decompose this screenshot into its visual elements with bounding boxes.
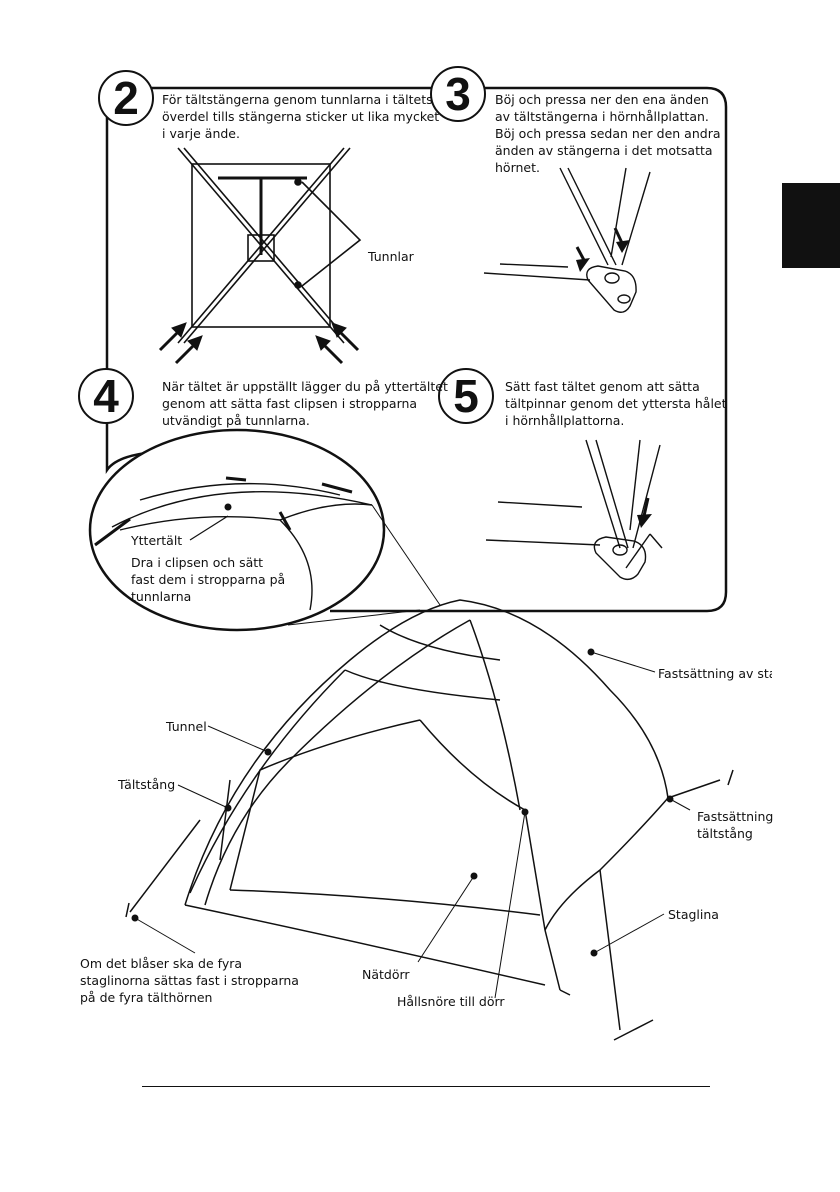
dome-tent-illustration	[125, 599, 734, 1041]
step-text: Sätt fast tältet genom att sätta tältpin…	[505, 378, 727, 429]
label-line: Om det blåser ska de fyra	[80, 956, 243, 971]
step-text-line: överdel tills stängerna sticker ut lika …	[162, 109, 440, 124]
step-text-line: utvändigt på tunnlarna.	[162, 413, 310, 428]
label-natdorr: Nätdörr	[362, 967, 410, 982]
label-staglina: Staglina	[668, 907, 719, 922]
label-line: tältstång	[697, 826, 753, 841]
step-text-line: Böj och pressa sedan ner den andra	[495, 126, 721, 141]
step-text-line: änden av stängerna i det motsatta	[495, 143, 713, 158]
label-line: på de fyra tälthörnen	[80, 990, 213, 1005]
footer-rule	[142, 1086, 710, 1087]
label-taltstang: Tältstång	[118, 777, 176, 792]
step-text-line: i varje ände.	[162, 126, 240, 141]
label-line: Dra i clipsen och sätt	[131, 555, 264, 570]
step-text: För tältstängerna genom tunnlarna i tält…	[162, 91, 439, 142]
step-text-line: När tältet är uppställt lägger du på ytt…	[162, 379, 448, 394]
step-text-line: genom att sätta fast clipsen i stropparn…	[162, 396, 418, 411]
label-blaser-note: Om det blåser ska de fyra staglinorna sä…	[80, 955, 299, 1006]
step-text-line: Böj och pressa ner den ena änden	[495, 92, 709, 107]
insertion-arrows	[158, 322, 360, 365]
label-fastsattning-stag: Fastsättning av stag	[658, 666, 772, 681]
step-number: 2	[98, 70, 154, 126]
label-hallsnore: Hållsnöre till dörr	[397, 994, 505, 1009]
step-text-line: i hörnhållplattorna.	[505, 413, 625, 428]
label-yttertalt: Yttertält	[131, 533, 183, 548]
step-text-line: hörnet.	[495, 160, 540, 175]
step-text-line: För tältstängerna genom tunnlarna i tält…	[162, 92, 433, 107]
label-leaders	[131, 648, 691, 999]
step-number: 4	[78, 368, 134, 424]
step-text-line: Sätt fast tältet genom att sätta	[505, 379, 700, 394]
step-text-line: tältpinnar genom det yttersta hålet	[505, 396, 727, 411]
label-line: fast dem i stropparna på	[131, 572, 286, 587]
pole-frame-diagram	[177, 147, 362, 344]
corner-plate-diagram-3	[483, 167, 651, 313]
label-clips-note: Dra i clipsen och sätt fast dem i stropp…	[131, 554, 285, 605]
step-text: Böj och pressa ner den ena änden av tält…	[495, 91, 721, 176]
step-number: 5	[438, 368, 494, 424]
corner-plate-diagram-5	[485, 439, 663, 581]
step-text-line: av tältstängerna i hörnhållplattan.	[495, 109, 709, 124]
label-line: Fastsättning av	[697, 809, 777, 824]
label-tunnlar: Tunnlar	[368, 249, 414, 264]
label-fastsattning-taltstang: Fastsättning av tältstång	[697, 808, 777, 842]
label-line: tunnlarna	[131, 589, 192, 604]
section-tab-marker	[782, 183, 840, 268]
step-number: 3	[430, 66, 486, 122]
down-arrow-icon	[616, 240, 630, 253]
label-line: staglinorna sättas fast i stropparna	[80, 973, 299, 988]
step-text: När tältet är uppställt lägger du på ytt…	[162, 378, 448, 429]
label-tunnel: Tunnel	[166, 719, 207, 734]
down-arrow-icon	[576, 258, 590, 272]
down-arrow-icon	[637, 514, 652, 528]
zoom-detail-circle	[88, 428, 441, 632]
